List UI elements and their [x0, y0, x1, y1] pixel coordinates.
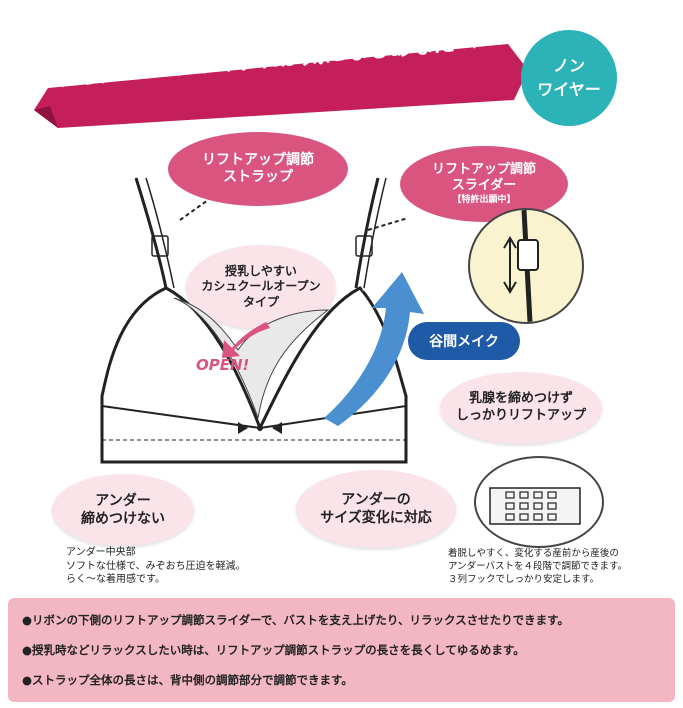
hook-note: 着脱しやすく、変化する産前から産後の アンダーバストを４段階で調節できます。 ３…	[448, 548, 628, 585]
slider-callout-line2: スライダー	[451, 178, 517, 194]
size-callout: アンダーの サイズ変化に対応	[296, 470, 456, 548]
mammary-callout: 乳腺を締めつけず しっかりリフトアップ	[440, 372, 602, 444]
strap-callout-line2: ストラップ	[223, 169, 293, 185]
badge-line2: ワイヤー	[537, 80, 601, 99]
info-bullet-3: ●ストラップ全体の長さは、背中側の調節部分で調節できます。	[22, 673, 353, 687]
size-callout-line2: サイズ変化に対応	[320, 510, 432, 526]
under-callout-line1: アンダー	[95, 492, 151, 509]
mammary-callout-line2: しっかりリフトアップ	[455, 408, 586, 423]
badge-line1: ノン	[552, 56, 585, 75]
slider-detail	[468, 208, 584, 324]
hook-detail	[474, 456, 604, 548]
lift-arrow-icon	[324, 272, 424, 426]
slider-detail-icon	[503, 210, 539, 322]
banner-ribbon	[34, 44, 528, 128]
hook-icon	[489, 487, 581, 525]
under-callout-line2: 締めつけない	[81, 511, 165, 527]
slider-callout-line1: リフトアップ調節	[431, 162, 536, 178]
open-label: OPEN!	[196, 356, 250, 374]
cache-callout-line3: タイプ	[242, 294, 279, 309]
info-bullet-1: ●リボンの下側のリフトアップ調節スライダーで、バストを支え上げたり、リラックスさ…	[22, 613, 569, 627]
cache-callout-line1: 授乳しやすい	[225, 263, 297, 278]
size-callout-line1: アンダーの	[341, 491, 411, 508]
strap-callout: リフトアップ調節 ストラップ	[168, 132, 348, 206]
cache-callout-line2: カシュクールオープン	[201, 279, 321, 294]
under-center-note: アンダー中央部 ソフトな仕様で、みぞおち圧迫を軽減。 らく〜な着用感です。	[66, 547, 246, 585]
info-bullet-2: ●授乳時などリラックスしたい時は、リフトアップ調節ストラップの長さを長くしてゆる…	[22, 643, 525, 657]
non-wire-badge: ノン ワイヤー	[521, 30, 617, 126]
mammary-callout-line1: 乳腺を締めつけず	[468, 391, 573, 407]
slider-callout-sub: 【特許出願中】	[452, 194, 516, 205]
cleavage-pill: 谷間メイク	[408, 322, 520, 360]
open-arrow-icon	[222, 322, 270, 358]
strap-callout-line1: リフトアップ調節	[202, 151, 314, 168]
info-box: ●リボンの下側のリフトアップ調節スライダーで、バストを支え上げたり、リラックスさ…	[8, 598, 675, 702]
under-callout: アンダー 締めつけない	[52, 474, 194, 546]
